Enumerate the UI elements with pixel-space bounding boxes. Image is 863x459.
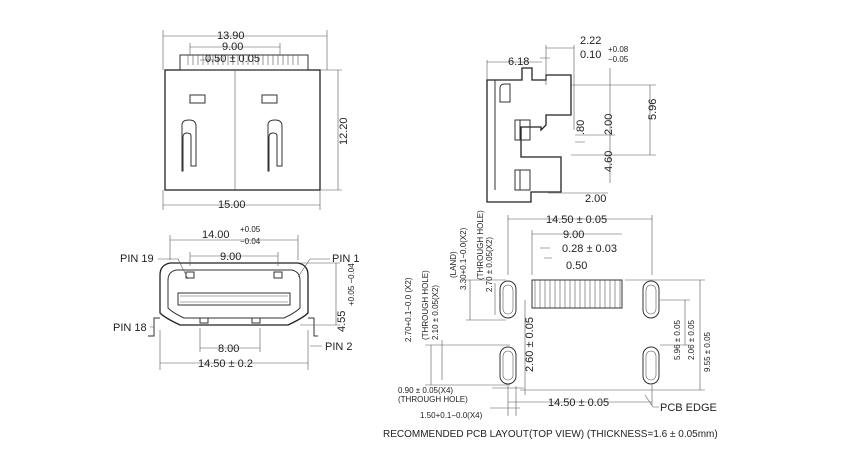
dim-4-55-tol: +0.05 −0.04 xyxy=(347,263,356,306)
left-dim-b: 2.10 ± 0.05(X2) xyxy=(431,285,440,340)
through-hole-dim-a: 2.70 ± 0.05(X2) xyxy=(485,237,494,292)
dim-14-50: 14.50 ± 0.2 xyxy=(198,358,253,370)
dim-9-00-front: 9.00 xyxy=(220,251,241,263)
dim-5-96: 5.96 xyxy=(647,99,659,120)
through-holes xyxy=(499,280,660,385)
dim-0-90: 0.90 ± 0.05(X4) xyxy=(398,386,453,395)
dim-15-00: 15.00 xyxy=(218,199,246,211)
pin-19-label: PIN 19 xyxy=(120,253,154,265)
pin-1-label: PIN 1 xyxy=(332,253,360,265)
pin-2-label: PIN 2 xyxy=(325,341,353,353)
dim-14-00-tol-minus: −0.04 xyxy=(240,237,261,246)
through-hole-label-b: (THROUGH HOLE) xyxy=(421,270,430,340)
dim-9-00-pcb: 9.00 xyxy=(563,229,584,241)
dim-12-20: 12.20 xyxy=(338,117,350,145)
dim-0-10-tol-plus: +0.08 xyxy=(608,45,629,54)
dim-0-50-pcb: 0.50 xyxy=(566,260,587,272)
dim-14-00-tol-plus: +0.05 xyxy=(240,225,261,234)
dim-14-50-top: 14.50 ± 0.05 xyxy=(546,214,607,226)
pcb-layout: 14.50 ± 0.05 9.00 0.28 ± 0.03 0.50 (LAND… xyxy=(383,210,718,440)
dim-5-96-pcb: 5.96 ± 0.05 xyxy=(673,319,682,360)
dim-2-06: 2.06 ± 0.05 xyxy=(687,319,696,360)
pcb-edge-label: PCB EDGE xyxy=(660,402,717,414)
land-label: (LAND) xyxy=(449,251,458,278)
dim-0-80: .80 xyxy=(575,120,587,135)
dim-4-55: 4.55 xyxy=(336,311,348,332)
left-dim-a: 2.70+0.1−0.0 (X2) xyxy=(404,277,413,342)
top-view: 13.90 9.00 0.50 ± 0.05 12.20 15.00 xyxy=(162,30,350,211)
dim-14-00: 14.00 xyxy=(202,229,230,241)
dim-1-50: 1.50+0.1−0.0(X4) xyxy=(420,411,483,420)
land-dim: 3.30+0.1−0.0(X2) xyxy=(459,227,468,290)
dim-0-50: 0.50 ± 0.05 xyxy=(205,53,260,65)
dim-0-28: 0.28 ± 0.03 xyxy=(562,243,617,255)
side-view: 2.22 6.18 0.10 +0.08 −0.05 2.00 5.96 .80… xyxy=(486,35,659,205)
dim-2-60: 2.60 ± 0.05 xyxy=(524,317,536,372)
dim-13-90: 13.90 xyxy=(217,30,245,42)
through-hole-label-c: (THROUGH HOLE) xyxy=(398,395,468,404)
dim-8-00: 8.00 xyxy=(218,343,239,355)
dim-6-18: 6.18 xyxy=(508,56,529,68)
front-view: 14.00 +0.05 −0.04 9.00 4.55 +0.05 −0.04 … xyxy=(113,225,360,370)
dim-2-00-b: 2.00 xyxy=(585,193,606,205)
pad-array xyxy=(531,279,623,309)
dim-0-10-tol-minus: −0.05 xyxy=(608,55,629,64)
pin-18-label: PIN 18 xyxy=(113,322,147,334)
dim-9-55: 9.55 ± 0.05 xyxy=(703,331,712,372)
dim-4-60: 4.60 xyxy=(603,151,615,172)
dim-0-10: 0.10 xyxy=(580,49,601,61)
pcb-layout-caption: RECOMMENDED PCB LAYOUT(TOP VIEW) (THICKN… xyxy=(383,429,718,440)
through-hole-label-a: (THROUGH HOLE) xyxy=(476,210,485,280)
dim-14-50-bottom: 14.50 ± 0.05 xyxy=(548,397,609,409)
dim-2-22: 2.22 xyxy=(580,35,601,47)
dim-2-00-a: 2.00 xyxy=(603,114,615,135)
dim-9-00: 9.00 xyxy=(222,41,243,53)
